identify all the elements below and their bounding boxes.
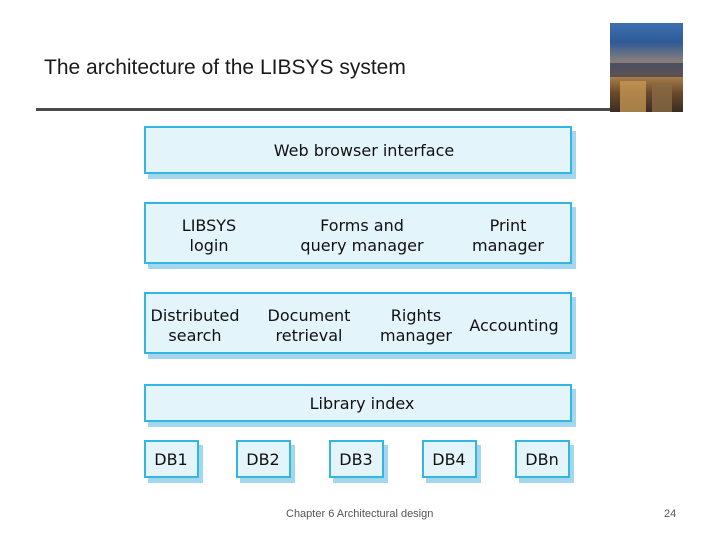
database-box [422,440,477,478]
slide-footer: Chapter 6 Architectural design [286,508,434,520]
forms-query-manager-label: Forms and query manager [300,216,424,255]
web-browser-interface-label: Web browser interface [273,141,455,160]
database-box [515,440,570,478]
database-box [236,440,291,478]
database-label: DB2 [246,450,280,469]
accounting-label: Accounting [469,316,559,335]
distributed-search-label: Distributed search [150,306,240,345]
print-manager-label: Print manager [472,216,544,255]
cover-band [610,63,683,77]
web-browser-interface-layer [144,126,572,174]
database-label: DB3 [339,450,373,469]
book-cover-image [610,23,683,112]
database-label: DB1 [154,450,188,469]
page-number: 24 [664,508,677,520]
slide-title: The architecture of the LIBSYS system [44,56,406,79]
library-index-layer [144,384,572,422]
cover-building [652,85,672,112]
interface-services-layer [144,202,572,264]
rights-manager-label: Rights manager [380,306,452,345]
database-box [329,440,384,478]
database-box [144,440,199,478]
database-label: DB4 [432,450,466,469]
title-underline [36,108,610,111]
cover-building [620,81,646,112]
application-services-layer [144,292,572,354]
libsys-login-label: LIBSYS login [181,216,237,255]
document-retrieval-label: Document retrieval [267,306,351,345]
library-index-label: Library index [309,394,415,413]
database-label: DBn [525,450,559,469]
